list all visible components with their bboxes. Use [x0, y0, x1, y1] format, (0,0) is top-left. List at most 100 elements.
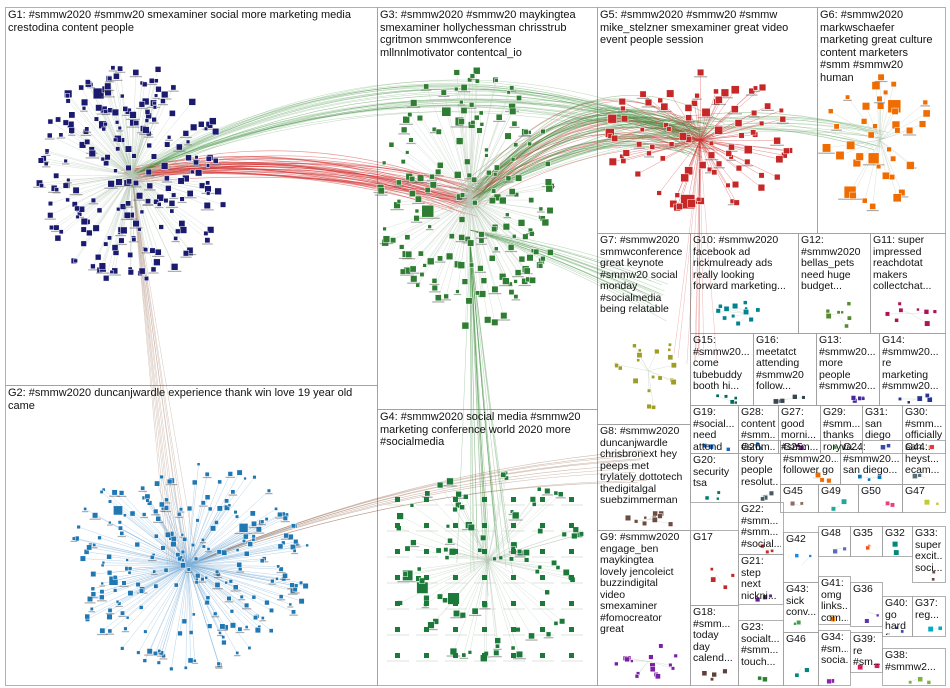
node-g1	[177, 177, 185, 185]
node-label-g1	[64, 182, 72, 184]
node-g3	[408, 137, 414, 143]
inter-group-edge	[468, 110, 691, 209]
edge	[130, 564, 189, 569]
node-g5	[675, 203, 683, 210]
node-g7	[651, 375, 655, 379]
node-g2	[283, 532, 289, 539]
edge	[648, 365, 674, 371]
edge	[879, 84, 894, 141]
node-g47	[935, 502, 940, 506]
node-g4-grid	[540, 575, 545, 580]
inter-group-edge	[473, 134, 691, 200]
node-g3	[437, 255, 443, 262]
node-g4	[515, 627, 521, 633]
node-label-g1	[82, 131, 92, 133]
edge	[101, 491, 189, 566]
edge	[699, 112, 707, 141]
node-g7	[637, 348, 642, 353]
node-label-g6	[843, 99, 852, 101]
node-label-g1	[43, 154, 51, 157]
node-g1	[86, 229, 93, 237]
node-g5	[707, 151, 716, 159]
node-label-g2	[151, 514, 161, 516]
edge	[849, 139, 881, 193]
node-label-g3	[407, 106, 421, 108]
node-g2	[153, 583, 159, 589]
edge	[487, 548, 514, 561]
edge	[161, 504, 189, 566]
node-g4	[445, 524, 450, 529]
node-g1	[84, 138, 91, 145]
edge	[670, 93, 701, 141]
edge	[115, 170, 133, 176]
node-g4-grid	[453, 627, 458, 632]
node-label-g2	[115, 605, 123, 608]
node-g5	[725, 182, 731, 188]
node-g1	[160, 98, 166, 104]
edge	[699, 139, 787, 152]
node-label-g2	[243, 629, 250, 631]
node-g3	[499, 196, 507, 205]
edge	[469, 199, 507, 282]
edge	[76, 174, 133, 191]
edge	[469, 199, 551, 211]
node-g3	[476, 127, 483, 134]
node-g10	[748, 316, 754, 323]
edge	[73, 538, 189, 566]
node-g1	[204, 237, 211, 244]
edge	[94, 544, 189, 566]
inter-group-edge	[469, 112, 880, 201]
edge	[487, 559, 548, 593]
edge	[81, 87, 133, 176]
node-g1	[203, 126, 209, 131]
inter-group-edge	[469, 239, 498, 548]
node-g1	[47, 201, 53, 207]
node-g43	[796, 619, 802, 625]
node-g2	[142, 658, 147, 663]
edge	[187, 521, 263, 566]
node-g2	[120, 646, 125, 651]
inter-group-edge	[469, 229, 668, 285]
node-g4	[452, 506, 458, 513]
node-g4	[471, 607, 479, 615]
node-label-g5	[697, 117, 715, 119]
inter-group-edge	[469, 127, 877, 201]
node-label-g1	[210, 163, 221, 166]
node-g4	[531, 501, 537, 507]
node-g9	[649, 666, 656, 673]
edge	[852, 139, 881, 196]
node-g1	[132, 219, 140, 228]
inter-group-edges	[117, 79, 889, 596]
node-g6	[892, 193, 902, 203]
node-g24	[857, 474, 863, 479]
node-g3	[402, 116, 410, 124]
inter-group-edge	[469, 229, 659, 311]
node-g2	[204, 599, 210, 606]
node-g10	[755, 307, 761, 313]
node-g4	[493, 649, 500, 656]
node-g2	[207, 506, 213, 512]
node-g33	[931, 570, 936, 574]
edge	[879, 139, 913, 165]
edge	[469, 144, 516, 201]
edge	[487, 559, 549, 635]
node-g3	[390, 237, 397, 244]
node-g1	[150, 153, 158, 160]
node-g1	[49, 225, 55, 231]
node-g1	[166, 135, 172, 140]
inter-group-edge	[469, 229, 645, 273]
node-label-g5	[644, 156, 654, 158]
node-g34	[826, 678, 832, 685]
node-g7	[646, 403, 652, 410]
group-panels	[5, 7, 946, 686]
node-label-g2	[138, 490, 147, 493]
node-label-g2	[166, 536, 177, 538]
node-label-g2	[215, 667, 223, 669]
edge	[85, 131, 133, 176]
node-g37	[937, 625, 943, 631]
inter-group-edge	[131, 174, 182, 566]
node-g2	[99, 589, 105, 595]
inter-group-edge	[467, 145, 689, 194]
node-label-g1	[115, 234, 127, 237]
node-g4-grid	[569, 549, 574, 554]
